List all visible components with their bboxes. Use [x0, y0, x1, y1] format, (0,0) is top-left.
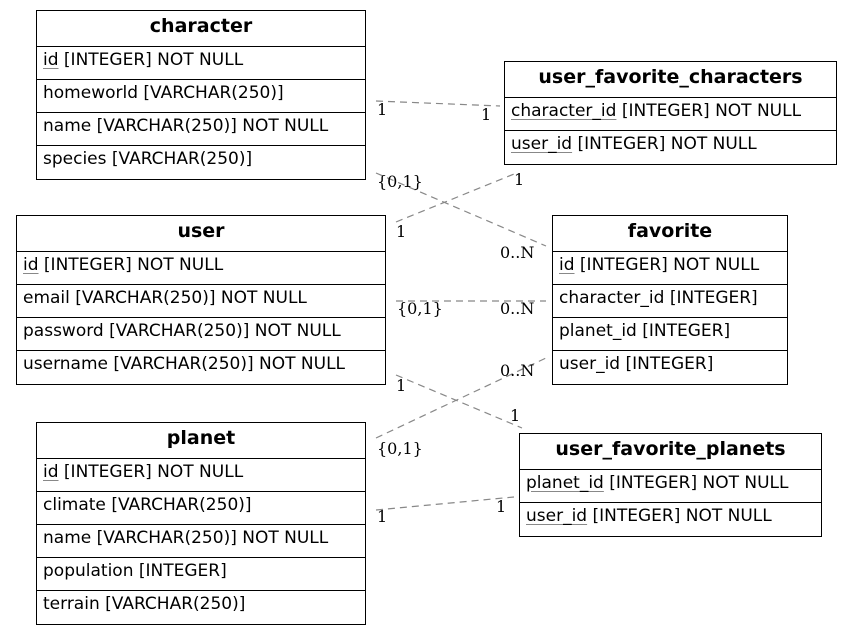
edge-planet-user-favorite-planets: [375, 496, 515, 511]
entity-favorite: favorite id [INTEGER] NOT NULL character…: [552, 215, 788, 385]
entity-title: character: [37, 11, 365, 47]
column-row: user_id [INTEGER]: [553, 351, 787, 384]
column-row: id [INTEGER] NOT NULL: [553, 252, 787, 285]
column-row: name [VARCHAR(250)] NOT NULL: [37, 113, 365, 146]
column-type: [INTEGER] NOT NULL: [579, 255, 760, 275]
entity-title: user: [17, 216, 385, 252]
pk-column-name: id: [23, 255, 39, 275]
pk-column-name: user_id: [526, 506, 588, 526]
column-name: population: [43, 561, 134, 581]
column-type: [INTEGER] NOT NULL: [609, 473, 789, 493]
entity-title: user_favorite_characters: [505, 62, 836, 98]
column-type: [INTEGER]: [625, 354, 714, 374]
column-type: [INTEGER]: [642, 321, 731, 341]
pk-column-name: planet_id: [526, 473, 604, 493]
column-row: planet_id [INTEGER]: [553, 318, 787, 351]
column-row: name [VARCHAR(250)] NOT NULL: [37, 525, 365, 558]
column-type: [VARCHAR(250)]: [111, 149, 253, 169]
column-type: [INTEGER] NOT NULL: [577, 134, 757, 154]
column-type: [VARCHAR(250)] NOT NULL: [96, 528, 329, 548]
column-row: id [INTEGER] NOT NULL: [37, 459, 365, 492]
entity-user: user id [INTEGER] NOT NULL email [VARCHA…: [16, 215, 386, 385]
pk-column-name: character_id: [511, 101, 617, 121]
entity-title: user_favorite_planets: [520, 434, 821, 470]
column-name: planet_id: [559, 321, 637, 341]
column-type: [VARCHAR(250)] NOT NULL: [113, 354, 346, 374]
column-type: [INTEGER] NOT NULL: [43, 255, 224, 275]
entity-title: favorite: [553, 216, 787, 252]
column-type: [VARCHAR(250)]: [143, 83, 284, 103]
column-name: climate: [43, 495, 106, 515]
cardinality-label: 1: [510, 406, 521, 425]
column-row: population [INTEGER]: [37, 558, 365, 591]
column-row: email [VARCHAR(250)] NOT NULL: [17, 285, 385, 318]
column-type: [INTEGER] NOT NULL: [63, 462, 244, 482]
column-name: user_id: [559, 354, 621, 374]
column-row: password [VARCHAR(250)] NOT NULL: [17, 318, 385, 351]
cardinality-label: {0,1}: [377, 439, 423, 458]
cardinality-label: 1: [481, 105, 492, 124]
column-type: [INTEGER] NOT NULL: [592, 506, 772, 526]
pk-column-name: id: [559, 255, 575, 275]
column-row: username [VARCHAR(250)] NOT NULL: [17, 351, 385, 384]
cardinality-label: 1: [496, 497, 507, 516]
column-type: [INTEGER]: [669, 288, 758, 308]
pk-column-name: id: [43, 462, 59, 482]
column-type: [INTEGER] NOT NULL: [621, 101, 802, 121]
cardinality-label: 1: [377, 507, 388, 526]
entity-title: planet: [37, 423, 365, 459]
edge-character-favorite: [375, 172, 547, 247]
column-name: homeworld: [43, 83, 139, 103]
column-type: [VARCHAR(250)] NOT NULL: [109, 321, 341, 341]
pk-column-name: user_id: [511, 134, 573, 154]
column-name: terrain: [43, 594, 100, 614]
cardinality-label: 1: [514, 170, 525, 189]
cardinality-label: 1: [377, 100, 388, 119]
cardinality-label: 0..N: [500, 299, 535, 318]
cardinality-label: 0..N: [500, 243, 535, 262]
entity-character: character id [INTEGER] NOT NULL homeworl…: [36, 10, 366, 180]
column-row: id [INTEGER] NOT NULL: [17, 252, 385, 285]
column-name: name: [43, 528, 92, 548]
column-row: character_id [INTEGER]: [553, 285, 787, 318]
column-type: [INTEGER] NOT NULL: [63, 50, 244, 70]
column-row: user_id [INTEGER] NOT NULL: [520, 503, 821, 536]
cardinality-label: 0..N: [500, 361, 535, 380]
column-name: species: [43, 149, 107, 169]
column-row: species [VARCHAR(250)]: [37, 146, 365, 179]
column-type: [VARCHAR(250)] NOT NULL: [96, 116, 329, 136]
column-row: homeworld [VARCHAR(250)]: [37, 80, 365, 113]
entity-user-favorite-characters: user_favorite_characters character_id [I…: [504, 61, 837, 165]
edge-planet-favorite: [375, 357, 547, 439]
edge-user-user-favorite-planets: [395, 374, 523, 429]
column-name: username: [23, 354, 108, 374]
column-name: email: [23, 288, 70, 308]
column-row: terrain [VARCHAR(250)]: [37, 591, 365, 624]
entity-user-favorite-planets: user_favorite_planets planet_id [INTEGER…: [519, 433, 822, 537]
cardinality-label: {0,1}: [377, 172, 423, 191]
column-name: name: [43, 116, 92, 136]
cardinality-label: 1: [396, 376, 407, 395]
column-row: climate [VARCHAR(250)]: [37, 492, 365, 525]
pk-column-name: id: [43, 50, 59, 70]
column-type: [VARCHAR(250)]: [105, 594, 246, 614]
column-type: [VARCHAR(250)]: [111, 495, 252, 515]
column-name: character_id: [559, 288, 665, 308]
column-row: id [INTEGER] NOT NULL: [37, 47, 365, 80]
column-type: [VARCHAR(250)] NOT NULL: [75, 288, 307, 308]
column-name: password: [23, 321, 104, 341]
edge-user-user-favorite-characters: [395, 173, 515, 223]
edge-character-user-favorite-characters: [375, 100, 501, 107]
cardinality-label: 1: [396, 222, 407, 241]
column-row: user_id [INTEGER] NOT NULL: [505, 131, 836, 164]
entity-planet: planet id [INTEGER] NOT NULL climate [VA…: [36, 422, 366, 625]
column-row: character_id [INTEGER] NOT NULL: [505, 98, 836, 131]
column-type: [INTEGER]: [138, 561, 227, 581]
column-row: planet_id [INTEGER] NOT NULL: [520, 470, 821, 503]
cardinality-label: {0,1}: [397, 299, 443, 318]
